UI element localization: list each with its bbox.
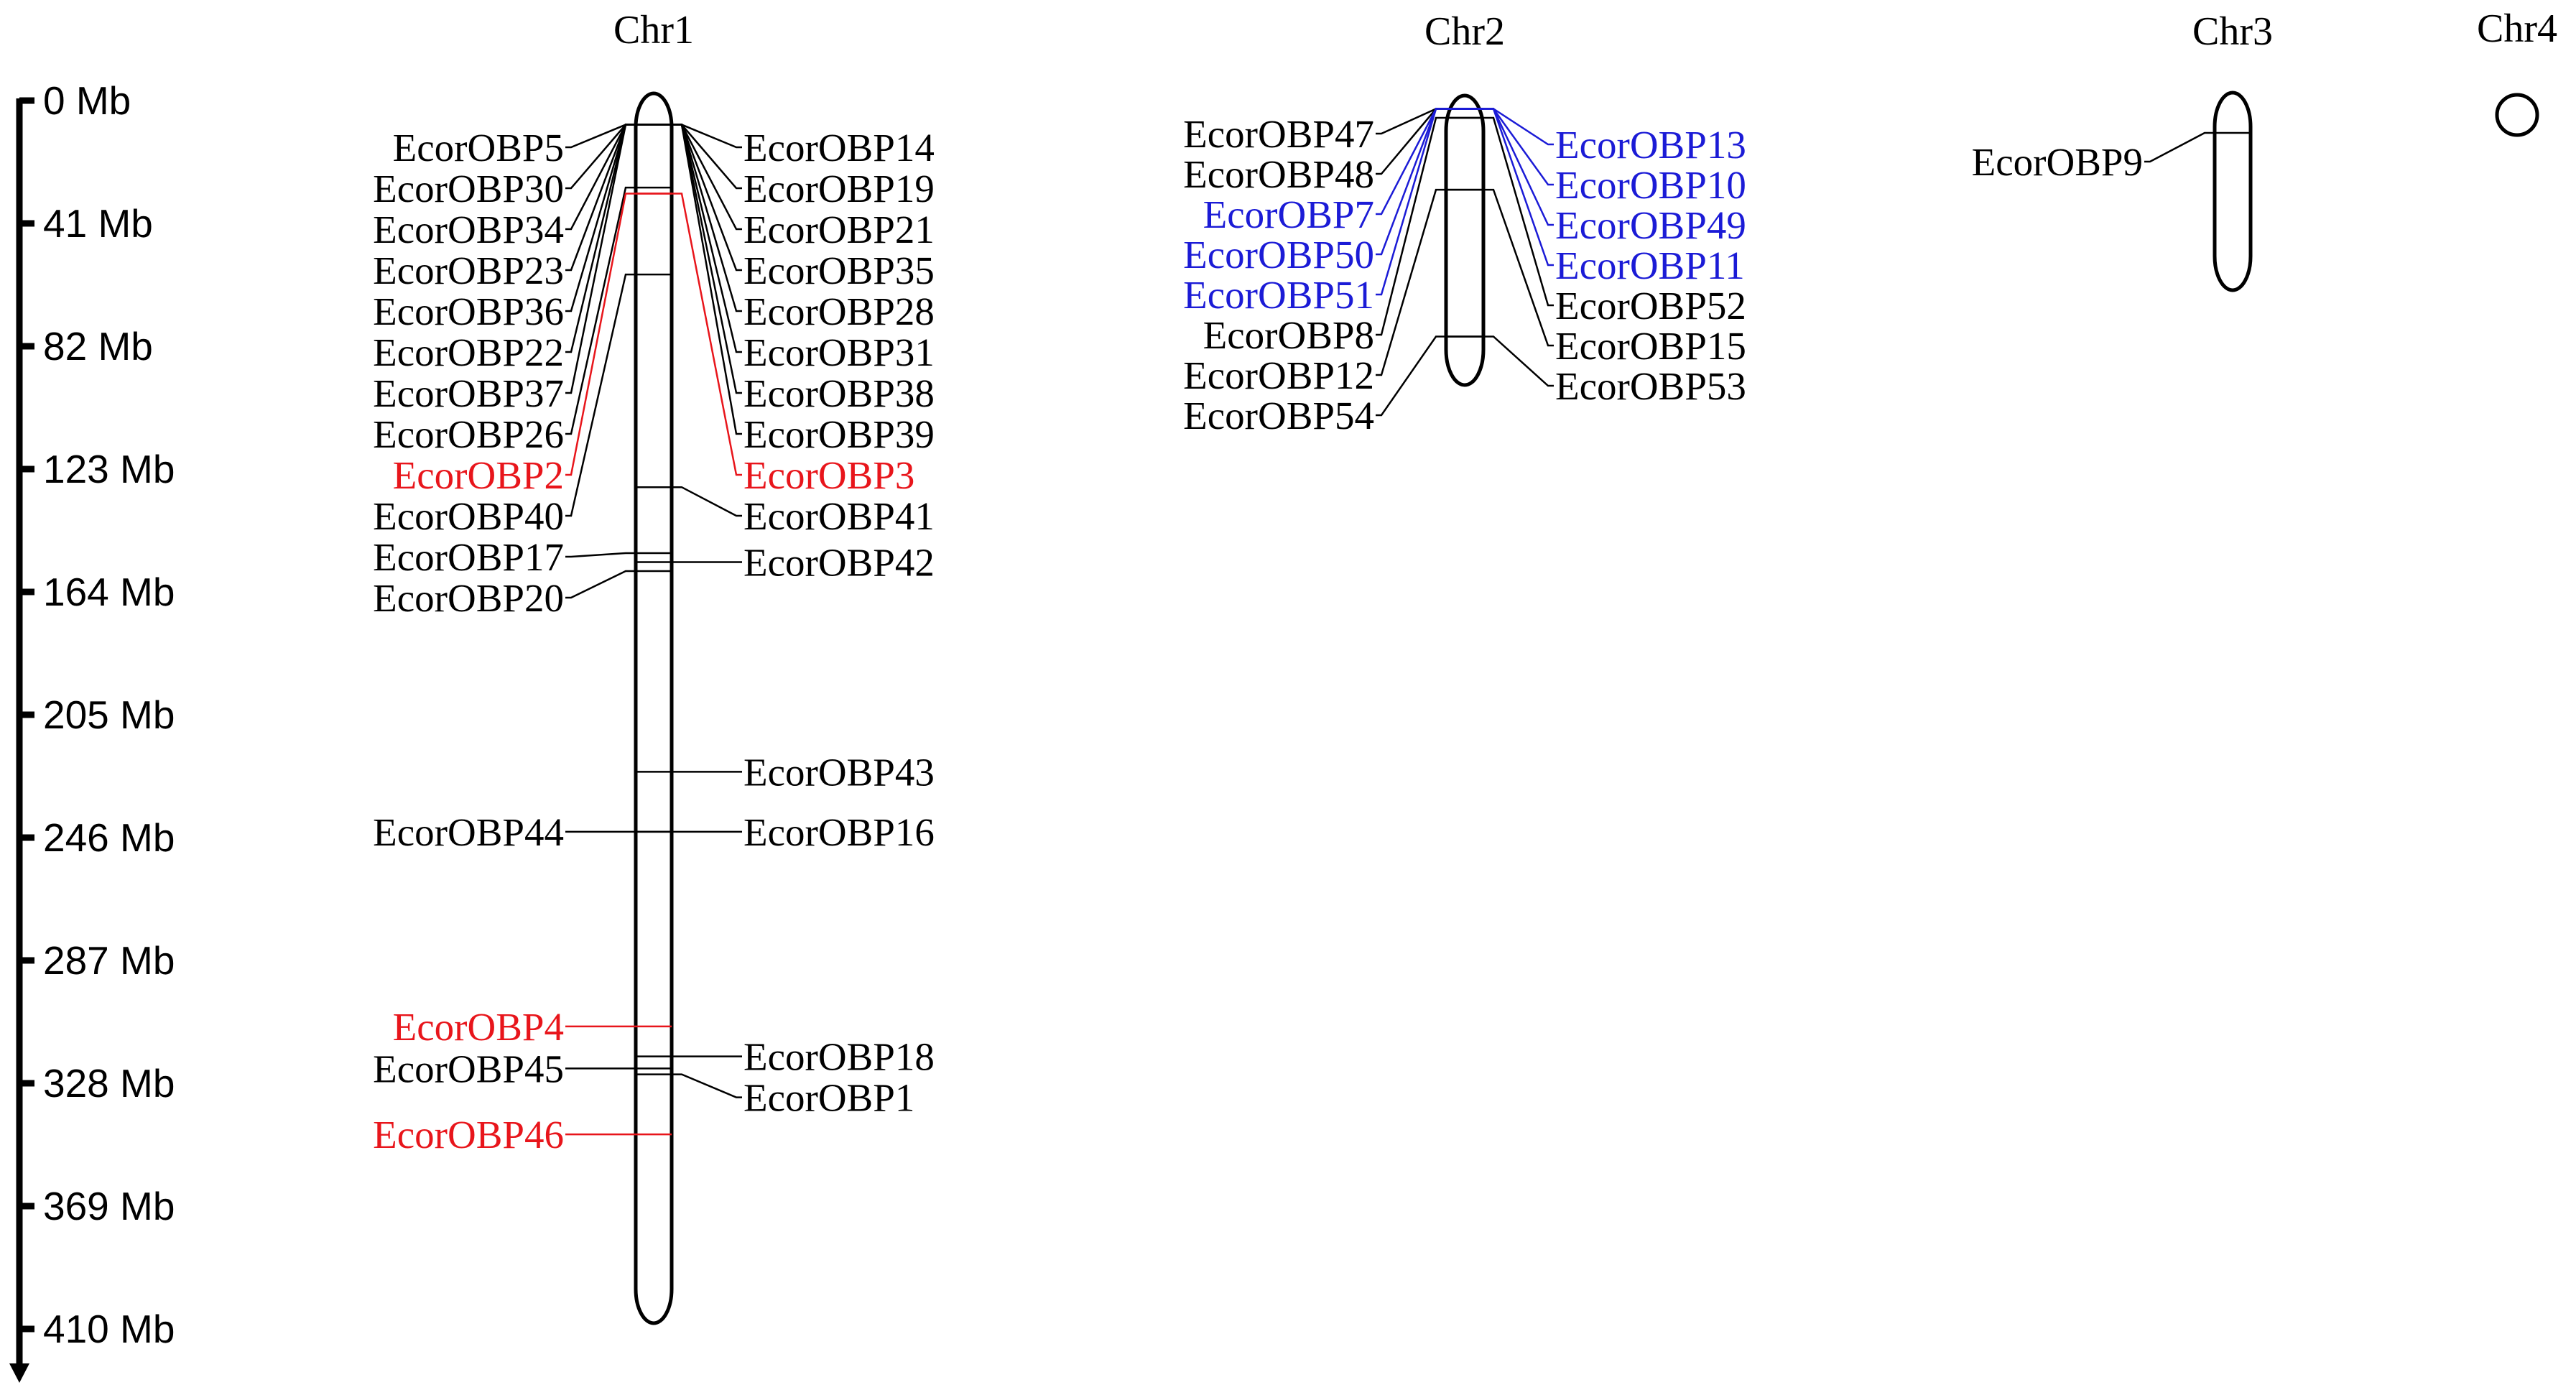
gene-label: EcorOBP21: [743, 208, 935, 251]
gene-connector: [1376, 116, 1446, 336]
gene-label: EcorOBP37: [373, 371, 564, 415]
gene-label: EcorOBP11: [1555, 244, 1745, 287]
gene-label: EcorOBP54: [1183, 394, 1374, 437]
gene-connector: [1483, 116, 1554, 307]
chromosome-body: [2495, 93, 2539, 137]
scale-tick-label: 205 Mb: [43, 692, 175, 737]
scale-tick-label: 82 Mb: [43, 324, 153, 369]
scale-tick-label: 287 Mb: [43, 938, 175, 983]
gene-label: EcorOBP45: [373, 1047, 564, 1090]
gene-label: EcorOBP20: [373, 576, 564, 620]
chromosome-title: Chr4: [2477, 6, 2557, 51]
gene-label: EcorOBP30: [373, 167, 564, 210]
gene-label: EcorOBP44: [373, 810, 564, 854]
chromosome-chr4: Chr4: [2477, 6, 2557, 137]
chromosomes: Chr1EcorOBP5EcorOBP30EcorOBP34EcorOBP23E…: [373, 6, 2557, 1325]
gene-label: EcorOBP43: [743, 750, 935, 794]
gene-label: EcorOBP23: [373, 249, 564, 292]
chromosome-title: Chr1: [613, 8, 694, 52]
gene-label: EcorOBP5: [393, 126, 564, 170]
chromosome-chr1: Chr1EcorOBP5EcorOBP30EcorOBP34EcorOBP23E…: [373, 8, 935, 1325]
gene-label: EcorOBP40: [373, 494, 564, 538]
scale-tick-label: 410 Mb: [43, 1307, 175, 1351]
gene-connector: [1483, 335, 1554, 387]
gene-label: EcorOBP36: [373, 289, 564, 333]
gene-connector: [1376, 108, 1446, 296]
gene-label: EcorOBP18: [743, 1035, 935, 1079]
chromosome-chr2: Chr2EcorOBP47EcorOBP48EcorOBP7EcorOBP50E…: [1183, 9, 1746, 437]
scale-tick-label: 328 Mb: [43, 1061, 175, 1106]
gene-connector: [1376, 108, 1446, 216]
gene-label: EcorOBP49: [1555, 203, 1746, 247]
scale-bar: 0 Mb 41 Mb 82 Mb 123 Mb 164 Mb 205 Mb 246 Mb 28…: [9, 78, 175, 1383]
gene-connector: [672, 193, 742, 476]
gene-label: EcorOBP14: [743, 126, 935, 170]
gene-label: EcorOBP9: [1972, 140, 2143, 184]
scale-tick-label: 0 Mb: [43, 78, 131, 123]
scale-tick-label: 164 Mb: [43, 570, 175, 614]
gene-label: EcorOBP28: [743, 289, 935, 333]
scale-tick-label: 123 Mb: [43, 447, 175, 491]
gene-label: EcorOBP31: [743, 330, 935, 374]
gene-connector: [672, 124, 742, 435]
gene-connector: [672, 1073, 742, 1098]
gene-label: EcorOBP10: [1555, 163, 1746, 207]
gene-label: EcorOBP1: [743, 1076, 914, 1120]
gene-label: EcorOBP51: [1183, 273, 1374, 317]
gene-label: EcorOBP41: [743, 494, 935, 538]
gene-connector: [565, 552, 636, 558]
gene-label: EcorOBP22: [373, 330, 564, 374]
gene-connector: [1376, 188, 1446, 376]
gene-connector: [1376, 335, 1446, 417]
gene-label: EcorOBP8: [1203, 313, 1374, 357]
gene-connector: [1483, 188, 1554, 347]
gene-label: EcorOBP38: [743, 371, 935, 415]
gene-connector: [672, 486, 742, 517]
gene-connector: [565, 124, 636, 394]
gene-label: EcorOBP53: [1555, 364, 1746, 408]
gene-connector: [565, 193, 636, 476]
gene-label: EcorOBP42: [743, 540, 935, 584]
scale-tick-label: 246 Mb: [43, 815, 175, 860]
gene-label: EcorOBP46: [373, 1113, 564, 1157]
gene-connector: [1483, 108, 1554, 267]
gene-label: EcorOBP17: [373, 535, 564, 579]
gene-label: EcorOBP4: [393, 1005, 564, 1049]
gene-connector: [1483, 108, 1554, 146]
chromosome-title: Chr3: [2192, 9, 2273, 54]
scale-tick-label: 369 Mb: [43, 1184, 175, 1228]
gene-label: EcorOBP12: [1183, 353, 1374, 397]
gene-label: EcorOBP2: [393, 453, 564, 497]
gene-connector: [2144, 131, 2215, 163]
gene-label: EcorOBP34: [373, 208, 564, 251]
gene-connector: [672, 124, 742, 353]
gene-label: EcorOBP3: [743, 453, 914, 497]
gene-label: EcorOBP16: [743, 810, 935, 854]
chromosome-body: [2213, 91, 2253, 292]
gene-label: EcorOBP15: [1555, 324, 1746, 368]
gene-connector: [565, 273, 636, 517]
chromosome-body: [634, 91, 674, 1325]
gene-connector: [565, 570, 636, 599]
gene-label: EcorOBP39: [743, 412, 935, 456]
gene-label: EcorOBP50: [1183, 233, 1374, 277]
chromosome-title: Chr2: [1424, 9, 1505, 54]
scale-tick-label: 41 Mb: [43, 201, 153, 246]
gene-label: EcorOBP52: [1555, 284, 1746, 328]
gene-label: EcorOBP19: [743, 167, 935, 210]
gene-label: EcorOBP47: [1183, 112, 1374, 156]
gene-label: EcorOBP26: [373, 412, 564, 456]
scale-arrow-icon: [9, 1363, 29, 1383]
gene-label: EcorOBP35: [743, 249, 935, 292]
chromosome-body: [1444, 93, 1486, 387]
gene-label: EcorOBP13: [1555, 123, 1746, 167]
gene-label: EcorOBP48: [1183, 152, 1374, 196]
gene-connector: [565, 124, 636, 353]
gene-label: EcorOBP7: [1203, 193, 1374, 236]
gene-connector: [565, 186, 636, 435]
